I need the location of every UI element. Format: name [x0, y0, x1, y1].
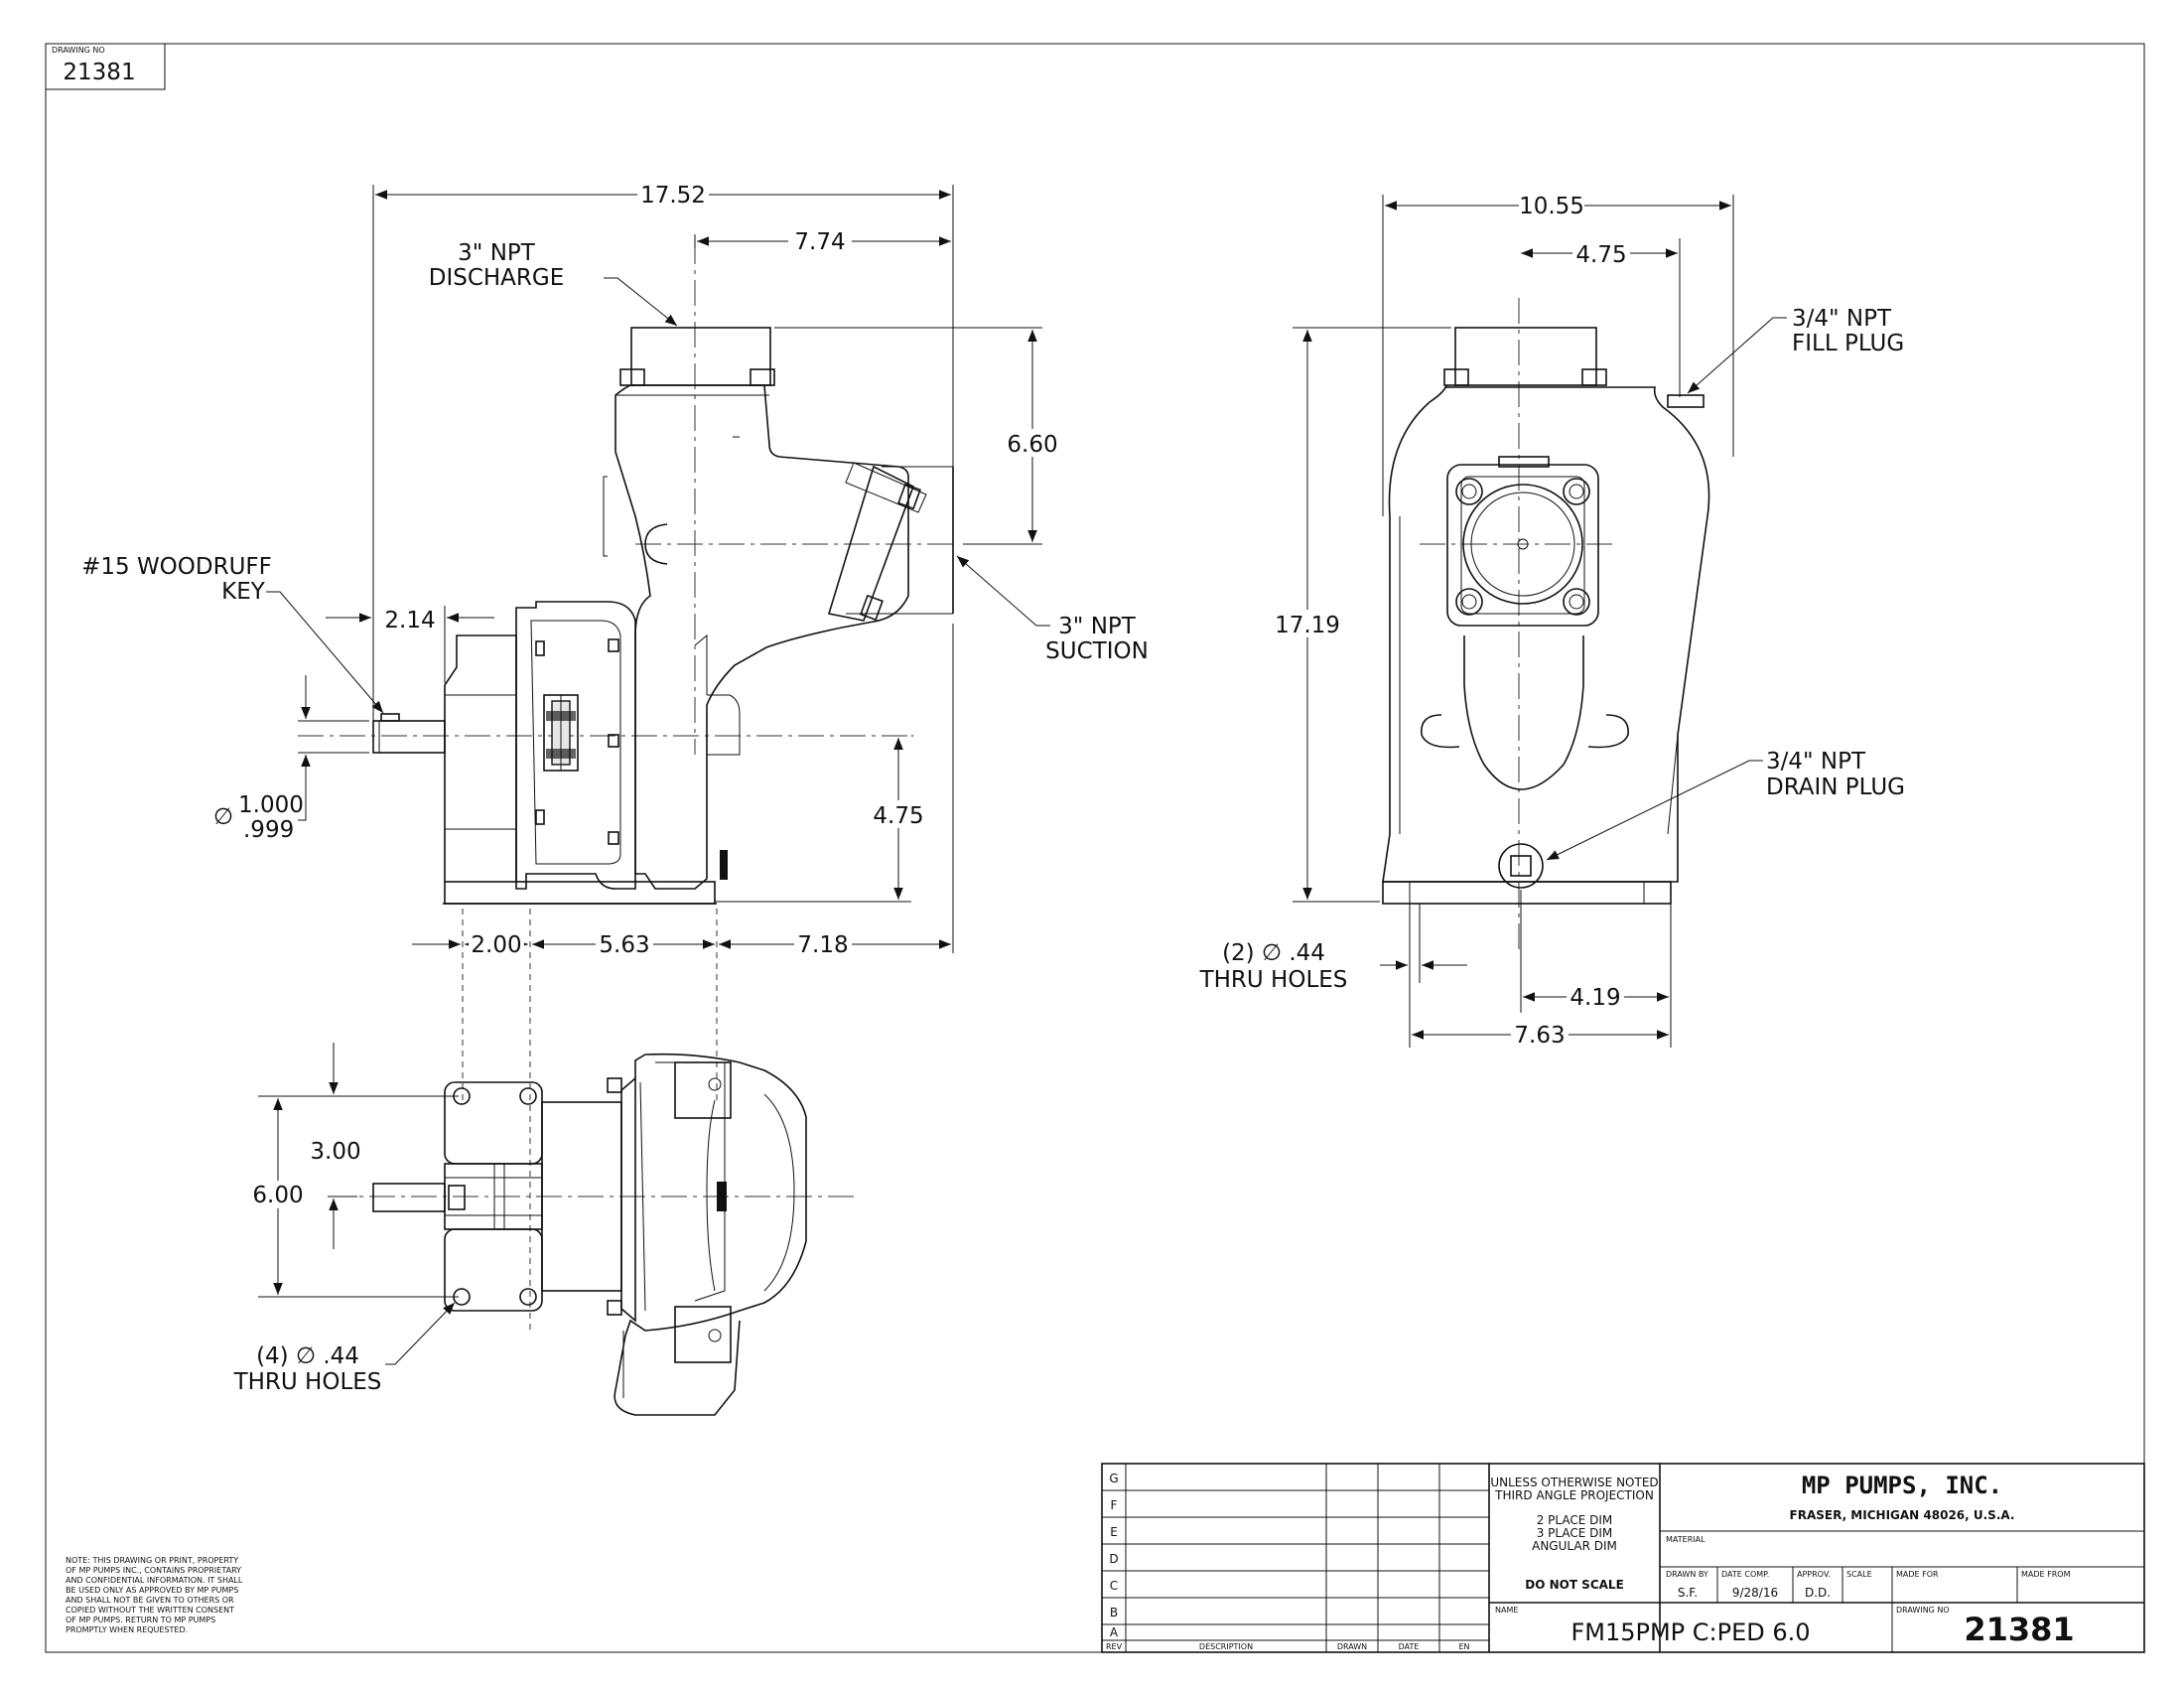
- company-block: MP PUMPS, INC. FRASER, MICHIGAN 48026, U…: [1660, 1472, 2144, 1603]
- dim-base-a: 2.00: [471, 932, 521, 958]
- label-discharge: DISCHARGE: [429, 265, 565, 291]
- approved-by: D.D.: [1805, 1586, 1831, 1600]
- note-line: COPIED WITHOUT THE WRITTEN CONSENT: [66, 1606, 234, 1615]
- company-name: MP PUMPS, INC.: [1802, 1472, 2002, 1499]
- note-line: OF MP PUMPS. RETURN TO MP PUMPS: [66, 1616, 215, 1624]
- part-name: FM15PMP C:PED 6.0: [1570, 1618, 1810, 1646]
- side-view-callouts: 3" NPT DISCHARGE 3" NPT SUCTION #15 WOOD…: [81, 240, 1149, 714]
- front-view-dimensions: 10.55 4.75 17.19 4.19 7.63: [1271, 193, 1734, 1049]
- rev-header-description: DESCRIPTION: [1199, 1642, 1253, 1651]
- dim-base-b: 5.63: [599, 932, 649, 958]
- note-line: NOTE: THIS DRAWING OR PRINT, PROPERTY: [66, 1556, 238, 1565]
- shaft-diameter-symbol: ∅: [213, 804, 233, 830]
- date-caption: DATE COMP.: [1721, 1570, 1769, 1579]
- drawn-by: S.F.: [1678, 1586, 1698, 1600]
- drawn-by-caption: DRAWN BY: [1666, 1570, 1708, 1579]
- dim-drain-offset: 4.19: [1570, 985, 1620, 1011]
- label-discharge-size: 3" NPT: [458, 240, 536, 266]
- label-woodruff-key-size: #15 WOODRUFF: [81, 554, 272, 580]
- dim-front-height: 17.19: [1275, 613, 1340, 638]
- revision-table: G F E D C B A REV DESCRIPTION DRAWN DATE…: [1102, 1464, 1490, 1652]
- top-view-callouts: (4) ∅ .44 THRU HOLES: [233, 1302, 456, 1395]
- rev-header-drawn: DRAWN: [1337, 1642, 1367, 1651]
- drawing-no-caption: DRAWING NO: [1896, 1606, 1950, 1615]
- dim-key-length: 2.14: [384, 608, 435, 633]
- note-line: OF MP PUMPS INC., CONTAINS PROPRIETARY: [66, 1566, 241, 1575]
- scale-caption: SCALE: [1846, 1570, 1872, 1579]
- dim-discharge-offset: 7.74: [794, 229, 845, 255]
- label-top-holes-count: (4) ∅ .44: [256, 1343, 359, 1369]
- tolerance-block: UNLESS OTHERWISE NOTED THIRD ANGLE PROJE…: [1489, 1464, 2144, 1652]
- rev-header-en: EN: [1458, 1642, 1469, 1651]
- label-fill-plug: FILL PLUG: [1792, 331, 1904, 356]
- dim-front-base: 7.63: [1514, 1023, 1565, 1049]
- rev-letter: E: [1110, 1525, 1118, 1539]
- do-not-scale: DO NOT SCALE: [1525, 1578, 1624, 1592]
- label-top-holes: THRU HOLES: [233, 1369, 382, 1395]
- made-from-caption: MADE FROM: [2021, 1570, 2071, 1579]
- rev-header-rev: REV: [1106, 1642, 1123, 1651]
- tolerance-line: 3 PLACE DIM: [1537, 1526, 1613, 1540]
- top-view-dimensions: 6.00 3.00: [248, 1043, 459, 1298]
- label-woodruff-key: KEY: [221, 579, 266, 605]
- label-suction-size: 3" NPT: [1058, 614, 1137, 639]
- drawing-number-caption: DRAWING NO: [52, 46, 105, 55]
- material-caption: MATERIAL: [1666, 1535, 1706, 1544]
- tolerance-line: 2 PLACE DIM: [1537, 1513, 1613, 1527]
- front-view-callouts: 3/4" NPT FILL PLUG 3/4" NPT DRAIN PLUG (…: [1199, 306, 1905, 993]
- sheet-border: [45, 43, 2145, 1653]
- tolerance-line: THIRD ANGLE PROJECTION: [1494, 1488, 1654, 1502]
- drawing-number: 21381: [1964, 1611, 2074, 1648]
- label-front-holes: THRU HOLES: [1199, 967, 1348, 993]
- label-fill-plug-size: 3/4" NPT: [1792, 306, 1892, 332]
- title-block: G F E D C B A REV DESCRIPTION DRAWN DATE…: [1101, 1463, 2145, 1653]
- dim-top-half: 3.00: [310, 1139, 360, 1165]
- approved-caption: APPROV.: [1797, 1570, 1831, 1579]
- note-line: BE USED ONLY AS APPROVED BY MP PUMPS: [66, 1586, 238, 1595]
- rev-letter: G: [1109, 1472, 1118, 1485]
- company-address: FRASER, MICHIGAN 48026, U.S.A.: [1790, 1508, 2015, 1522]
- note-line: AND CONFIDENTIAL INFORMATION. IT SHALL: [66, 1576, 243, 1585]
- label-drain-plug: DRAIN PLUG: [1766, 774, 1905, 800]
- dim-top-width: 6.00: [252, 1183, 303, 1208]
- front-view: [1382, 298, 1710, 953]
- label-suction: SUCTION: [1045, 638, 1149, 664]
- shaft-diameter-min: .999: [243, 817, 294, 843]
- name-row: NAME FM15PMP C:PED 6.0 DRAWING NO 21381: [1495, 1603, 2075, 1652]
- proprietary-note: NOTE: THIS DRAWING OR PRINT, PROPERTY OF…: [66, 1556, 243, 1634]
- rev-letter: D: [1109, 1552, 1118, 1566]
- dim-overall-length: 17.52: [640, 183, 706, 209]
- label-front-holes-count: (2) ∅ .44: [1222, 940, 1325, 966]
- rev-letter: F: [1111, 1498, 1118, 1512]
- drawing-number-box: DRAWING NO 21381: [45, 43, 166, 90]
- rev-letter: A: [1110, 1625, 1119, 1639]
- rev-letter: C: [1110, 1579, 1118, 1593]
- note-line: PROMPTLY WHEN REQUESTED.: [66, 1625, 188, 1634]
- dim-front-width: 10.55: [1519, 194, 1584, 219]
- date-completed: 9/28/16: [1732, 1586, 1778, 1600]
- top-view: [328, 1053, 854, 1416]
- tolerance-line: ANGULAR DIM: [1532, 1539, 1617, 1553]
- name-caption: NAME: [1495, 1606, 1518, 1615]
- dim-front-offset: 4.75: [1575, 242, 1626, 268]
- side-view-dimensions: 17.52 7.74 6.60 2.14 4.75 2.00: [213, 181, 1062, 1331]
- side-view: [298, 238, 954, 905]
- note-line: AND SHALL NOT BE GIVEN TO OTHERS OR: [66, 1596, 234, 1605]
- dim-discharge-height: 6.60: [1007, 432, 1057, 458]
- rev-header-date: DATE: [1399, 1642, 1420, 1651]
- tolerance-line: UNLESS OTHERWISE NOTED: [1490, 1476, 1658, 1489]
- made-for-caption: MADE FOR: [1896, 1570, 1939, 1579]
- drawing-number-value: 21381: [63, 60, 135, 85]
- shaft-diameter-max: 1.000: [238, 792, 304, 818]
- dim-base-c: 7.18: [797, 932, 848, 958]
- rev-letter: B: [1110, 1606, 1118, 1619]
- dim-shaft-height: 4.75: [873, 803, 923, 829]
- label-drain-plug-size: 3/4" NPT: [1766, 749, 1866, 774]
